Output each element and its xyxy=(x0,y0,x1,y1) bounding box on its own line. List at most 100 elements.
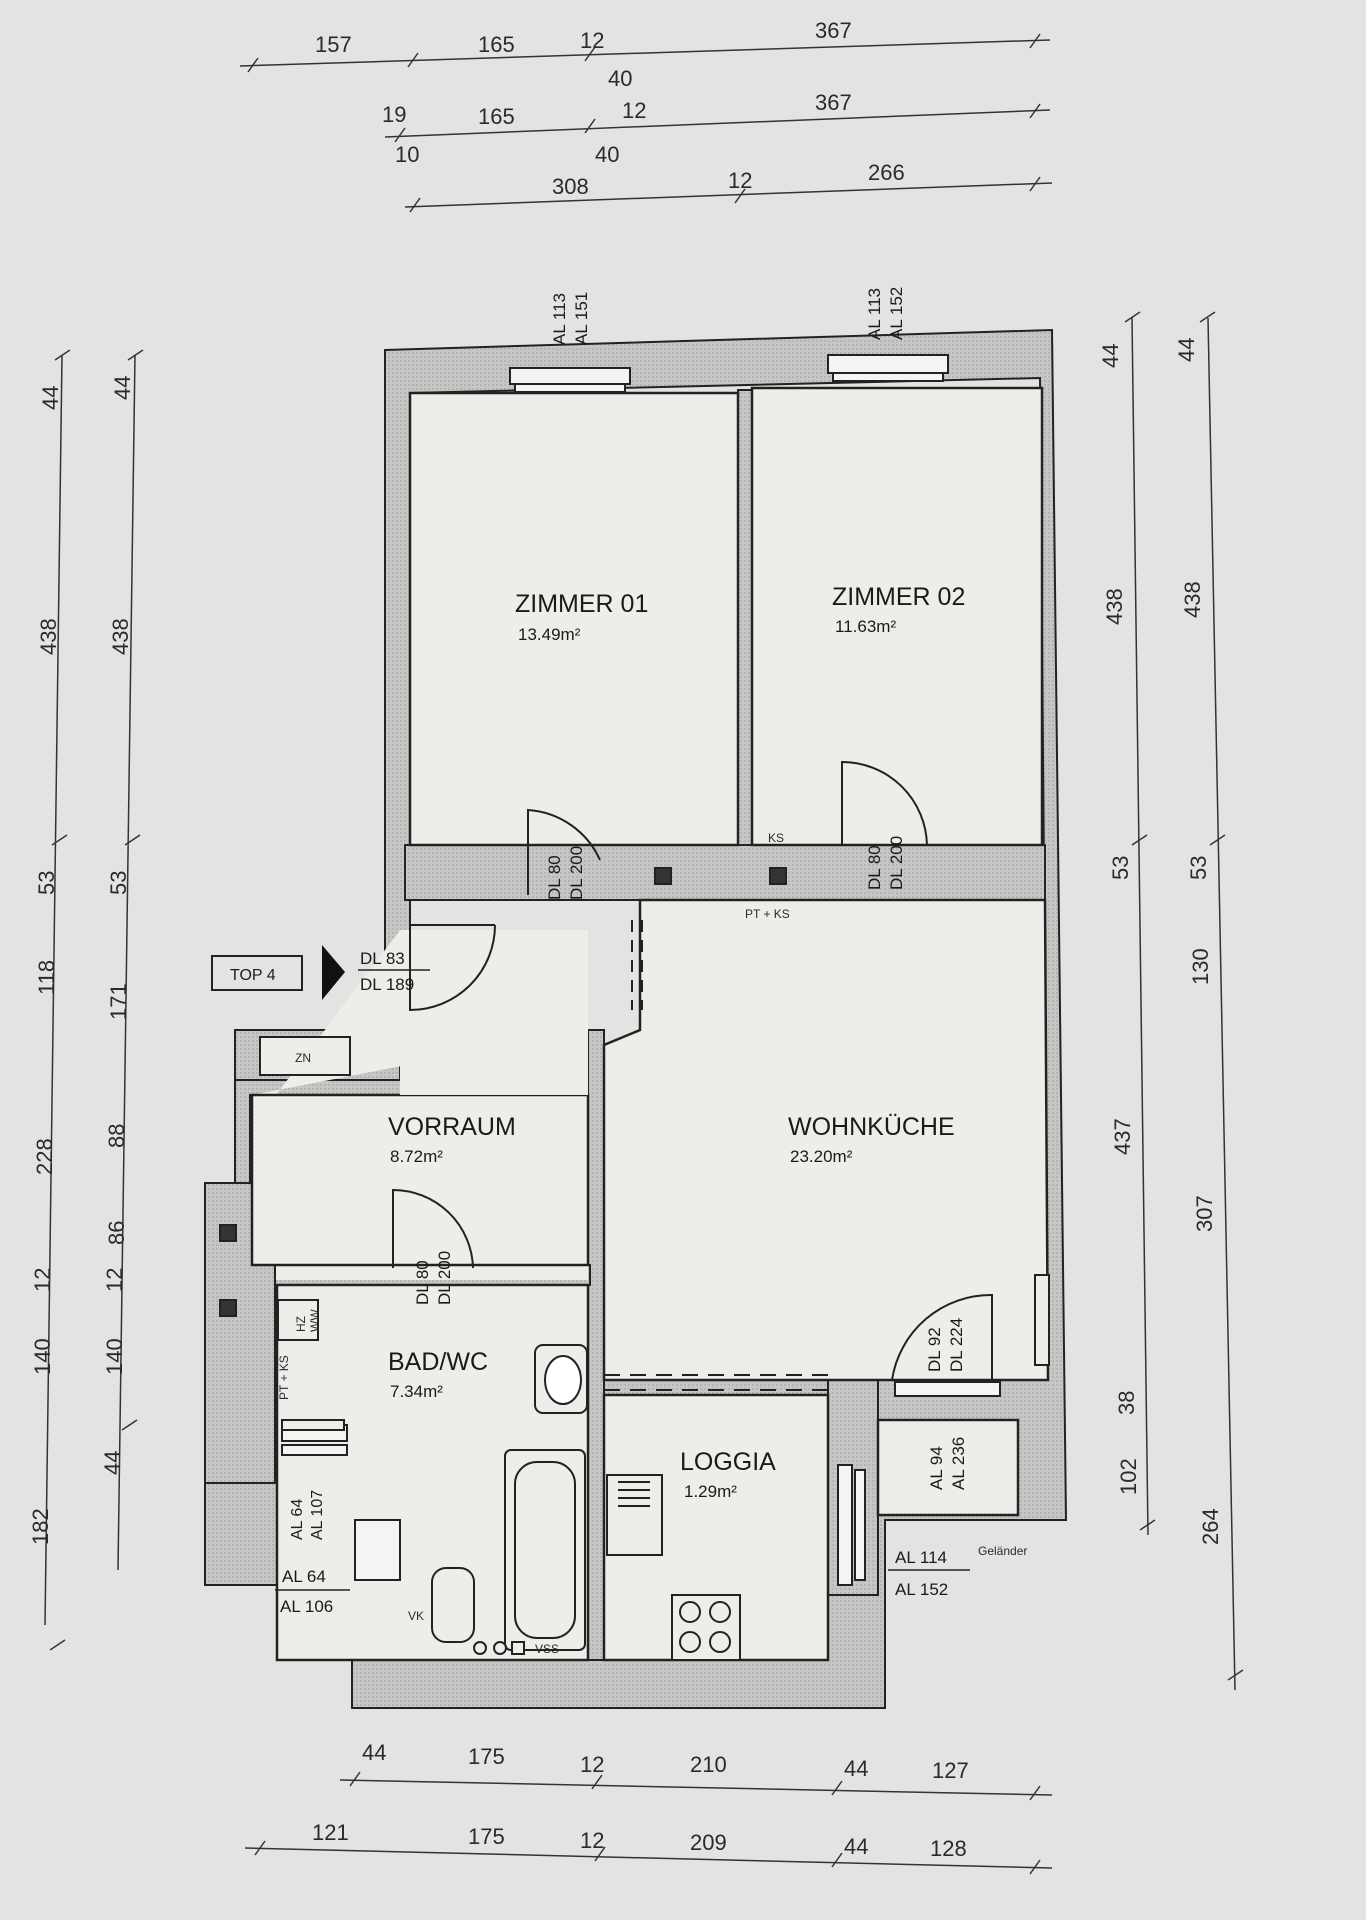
dim-left2-8: 44 xyxy=(100,1451,125,1475)
top-label: TOP 4 xyxy=(230,967,276,984)
dim-top1-0: 157 xyxy=(315,32,352,57)
loggia-right-floor xyxy=(876,1418,1020,1517)
zn-label: ZN xyxy=(295,1051,311,1065)
window2-bottom: AL 152 xyxy=(887,287,906,340)
top-label-box xyxy=(211,955,303,991)
zimmer02-floor xyxy=(750,386,1044,847)
door1-top: DL 80 xyxy=(545,855,564,900)
hz-ww-label: HZ WW xyxy=(294,1309,322,1332)
hz-label: HZ xyxy=(294,1316,308,1332)
dim-left1-2: 53 xyxy=(34,871,59,895)
door3-top: DL 80 xyxy=(413,1260,432,1305)
dim-right2-2: 53 xyxy=(1186,856,1211,880)
door3-bottom: DL 200 xyxy=(435,1251,454,1305)
doors xyxy=(392,760,993,1391)
dim-top2-2: 165 xyxy=(478,104,515,129)
dim-left2-3: 171 xyxy=(106,983,131,1020)
dim-left1-5: 12 xyxy=(30,1268,55,1292)
wohnkueche-name: WOHNKÜCHE xyxy=(788,1113,955,1141)
vorraum-floor-upper xyxy=(400,1030,588,1095)
kitchen-sink xyxy=(606,1474,663,1556)
dim-top2-3: 40 xyxy=(595,142,619,167)
entrance-dl-top: DL 83 xyxy=(360,949,405,968)
window5-bottom: AL 106 xyxy=(280,1597,333,1616)
dim-left1-1: 438 xyxy=(36,618,61,655)
ptks-bad-label-group: PT + KS xyxy=(277,1355,291,1400)
door4-bottom: DL 224 xyxy=(947,1318,966,1372)
window5-top: AL 64 xyxy=(282,1567,326,1586)
dims-top3: 308 12 266 xyxy=(552,160,905,199)
window1-label: AL 113 AL 151 xyxy=(550,292,591,345)
dim-top3-0: 308 xyxy=(552,174,589,199)
dim-top1-3: 40 xyxy=(608,66,632,91)
dim-bottom1-4: 44 xyxy=(844,1756,868,1781)
dim-top2-4: 12 xyxy=(622,98,646,123)
window3-label: AL 94 AL 236 xyxy=(927,1437,968,1490)
dim-top2-0: 19 xyxy=(382,102,406,127)
zimmer01-floor xyxy=(408,391,740,847)
door4-label: DL 92 DL 224 xyxy=(925,1318,966,1372)
window3-bottom: AL 236 xyxy=(949,1437,968,1490)
window-loggia-side xyxy=(837,1464,853,1586)
door3-label: DL 80 DL 200 xyxy=(413,1251,454,1305)
dim-left1-6: 140 xyxy=(30,1338,55,1375)
dim-left2-2: 53 xyxy=(106,871,131,895)
dims-top1: 157 165 12 40 367 xyxy=(315,18,852,91)
dim-bottom2-2: 12 xyxy=(580,1828,604,1853)
dim-top1-4: 367 xyxy=(815,18,852,43)
loggia-area: 1.29m² xyxy=(684,1482,737,1501)
dim-right2-1: 438 xyxy=(1180,581,1205,618)
zn-box xyxy=(259,1036,351,1076)
ks-label: KS xyxy=(768,831,784,845)
dimension-ticks xyxy=(49,33,1244,1875)
entrance-arrow xyxy=(322,945,345,1000)
dim-bottom2-1: 175 xyxy=(468,1824,505,1849)
dim-left2-0: 44 xyxy=(110,376,135,400)
zimmer02-area: 11.63m² xyxy=(835,617,896,636)
dims-right1: 44 438 53 437 38 102 xyxy=(1098,344,1141,1495)
zimmer02-name: ZIMMER 02 xyxy=(832,583,965,611)
ptks-bad-label: PT + KS xyxy=(277,1355,291,1400)
gelaender-label: Geländer xyxy=(978,1544,1027,1558)
window2-label: AL 113 AL 152 xyxy=(865,287,906,340)
wohnkueche-area: 23.20m² xyxy=(790,1147,853,1166)
dim-left2-4: 88 xyxy=(104,1124,129,1148)
vk-label: VK xyxy=(408,1609,424,1623)
door1-bottom: DL 200 xyxy=(567,846,586,900)
dim-bottom2-5: 128 xyxy=(930,1836,967,1861)
dim-left2-7: 140 xyxy=(102,1338,127,1375)
dim-top2-1: 10 xyxy=(395,142,419,167)
vorraum-floor-main xyxy=(250,1093,590,1267)
dim-right1-1: 438 xyxy=(1102,588,1127,625)
dims-top2: 19 10 165 40 12 367 xyxy=(382,90,852,167)
dims-left1: 44 438 53 118 228 12 140 182 xyxy=(28,386,63,1545)
window6-top: AL 114 xyxy=(895,1548,947,1567)
dim-right2-3: 130 xyxy=(1188,948,1213,985)
vorraum-area: 8.72m² xyxy=(390,1147,443,1166)
window3-top: AL 94 xyxy=(927,1446,946,1490)
bad-name: BAD/WC xyxy=(388,1348,488,1376)
dim-bottom1-5: 127 xyxy=(932,1758,969,1783)
vss-label: VSS xyxy=(535,1642,559,1656)
dim-right1-3: 437 xyxy=(1110,1118,1135,1155)
door2-label: DL 80 DL 200 xyxy=(865,836,906,890)
window1-top: AL 113 xyxy=(550,293,569,345)
dim-top1-2: 12 xyxy=(580,28,604,53)
window-loggia-door xyxy=(894,1381,1001,1397)
fixtures xyxy=(219,867,1050,1661)
dim-bottom1-0: 44 xyxy=(362,1740,386,1765)
door-entrance-swing xyxy=(409,924,496,1012)
zimmer01-area: 13.49m² xyxy=(518,625,581,644)
heater-box xyxy=(277,1299,319,1341)
door2-bottom: DL 200 xyxy=(887,836,906,890)
dim-right2-0: 44 xyxy=(1174,338,1199,362)
dim-right2-4: 307 xyxy=(1192,1195,1217,1232)
dim-bottom1-3: 210 xyxy=(690,1752,727,1777)
window1-bottom: AL 151 xyxy=(572,292,591,345)
vorraum-name: VORRAUM xyxy=(388,1113,516,1141)
door1-label: DL 80 DL 200 xyxy=(545,846,586,900)
door-bad-swing xyxy=(392,1188,474,1269)
dim-top3-1: 12 xyxy=(728,168,752,193)
dim-left1-0: 44 xyxy=(38,386,63,410)
dim-bottom1-1: 175 xyxy=(468,1744,505,1769)
